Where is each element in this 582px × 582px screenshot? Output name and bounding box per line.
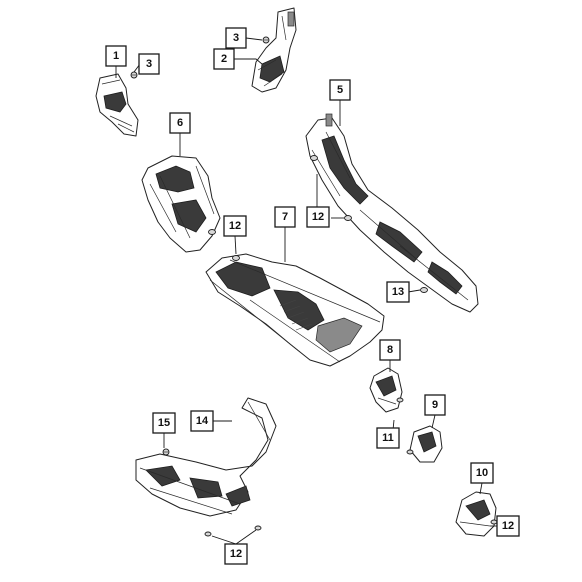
callout-6: 6	[169, 112, 191, 134]
callout-2: 2	[213, 48, 235, 70]
part-6-bracket	[141, 155, 221, 253]
part-14-shield	[135, 397, 277, 517]
part-12-clip-bracket	[208, 229, 216, 235]
callout-7: 7	[274, 206, 296, 228]
callout-15: 15	[152, 412, 176, 434]
callout-12-tunnel: 12	[223, 215, 247, 237]
callout-1: 1	[105, 45, 127, 67]
part-9-bracket	[409, 425, 443, 463]
callout-12-shield: 12	[224, 543, 248, 565]
part-3-screw-b	[262, 36, 270, 44]
part-3-screw-a	[130, 71, 138, 79]
callout-8: 8	[379, 339, 401, 361]
svg-text:12: 12	[230, 548, 242, 560]
svg-text:13: 13	[392, 286, 404, 298]
part-5-rail	[305, 113, 479, 313]
callout-13: 13	[386, 281, 410, 303]
part-8-clip	[396, 397, 404, 403]
svg-text:3: 3	[233, 32, 239, 44]
part-1-bracket	[95, 73, 139, 137]
part-12-clip-shield-a	[204, 531, 212, 537]
svg-text:7: 7	[282, 211, 288, 223]
part-7-tunnel	[205, 253, 385, 367]
svg-text:2: 2	[221, 53, 227, 65]
part-12-clip-shield-b	[254, 525, 262, 531]
svg-text:3: 3	[146, 58, 152, 70]
svg-text:12: 12	[229, 220, 241, 232]
callout-9: 9	[424, 394, 446, 416]
part-2-bracket	[251, 7, 297, 93]
part-12-clip-cap	[490, 519, 498, 525]
svg-text:12: 12	[312, 211, 324, 223]
svg-text:8: 8	[387, 344, 393, 356]
callout-11: 11	[376, 427, 400, 449]
callout-12-rail: 12	[306, 206, 330, 228]
svg-text:15: 15	[158, 417, 170, 429]
callout-14: 14	[190, 410, 214, 432]
part-15-fastener	[162, 448, 170, 456]
part-8-bracket	[369, 367, 403, 413]
svg-text:5: 5	[337, 84, 343, 96]
part-13-clip	[420, 287, 428, 293]
callout-12-cap: 12	[496, 515, 520, 537]
svg-text:9: 9	[432, 399, 438, 411]
callout-3-left: 3	[138, 53, 160, 75]
callout-3-top: 3	[225, 27, 247, 49]
callout-10: 10	[470, 462, 494, 484]
svg-text:1: 1	[113, 50, 119, 62]
part-10-cap	[455, 491, 497, 537]
svg-text:12: 12	[502, 520, 514, 532]
svg-text:6: 6	[177, 117, 183, 129]
part-12-clip-rail-b	[344, 215, 352, 221]
part-11-fastener	[406, 449, 414, 455]
svg-text:10: 10	[476, 467, 488, 479]
part-12-clip-tunnel	[232, 255, 240, 261]
callout-5: 5	[329, 79, 351, 101]
part-12-clip-rail-a	[310, 155, 318, 161]
svg-text:11: 11	[382, 432, 394, 444]
svg-text:14: 14	[196, 415, 209, 427]
